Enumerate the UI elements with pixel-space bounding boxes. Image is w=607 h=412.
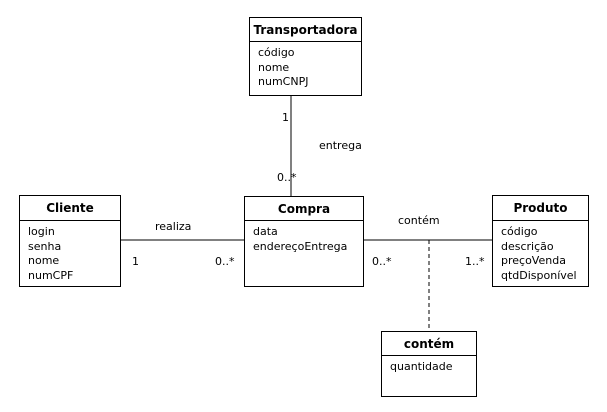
class-cliente[interactable]: Cliente login senha nome numCPF — [19, 195, 121, 287]
contem-label: contém — [398, 214, 440, 227]
attribute: código — [501, 225, 538, 238]
realiza-mult-compra: 0..* — [215, 255, 235, 268]
entrega-mult-compra: 0..* — [277, 171, 297, 184]
class-compra-attributes: data endereçoEntrega — [245, 221, 363, 254]
attribute: nome — [28, 254, 60, 267]
class-cliente-name: Cliente — [20, 196, 120, 221]
class-transportadora[interactable]: Transportadora código nome numCNPJ — [249, 17, 362, 96]
contem-mult-compra: 0..* — [372, 255, 392, 268]
attribute: qtdDisponível — [501, 268, 577, 282]
realiza-mult-cliente: 1 — [132, 255, 139, 268]
attribute: login — [28, 225, 55, 238]
class-compra[interactable]: Compra data endereçoEntrega — [244, 196, 364, 287]
class-produto-name: Produto — [493, 196, 588, 221]
association-class-contem-name: contém — [382, 332, 476, 356]
class-transportadora-name: Transportadora — [250, 18, 361, 42]
attribute: data — [253, 225, 278, 238]
entrega-label: entrega — [319, 139, 362, 152]
class-produto[interactable]: Produto código descrição preçoVenda qtdD… — [492, 195, 589, 287]
attribute: numCPF — [28, 268, 74, 282]
contem-mult-produto: 1..* — [465, 255, 485, 268]
attribute: nome — [258, 60, 290, 74]
entrega-mult-transportadora: 1 — [282, 111, 289, 124]
association-class-contem[interactable]: contém quantidade — [381, 331, 477, 397]
class-cliente-attributes: login senha nome numCPF — [20, 221, 120, 283]
attribute: numCNPJ — [258, 75, 309, 88]
attribute: descrição — [501, 239, 554, 253]
attribute: código — [258, 46, 295, 59]
attribute: preçoVenda — [501, 254, 566, 267]
attribute: quantidade — [390, 360, 453, 373]
class-compra-name: Compra — [245, 197, 363, 221]
class-transportadora-attributes: código nome numCNPJ — [250, 42, 361, 90]
association-class-contem-attributes: quantidade — [382, 356, 476, 375]
attribute: endereçoEntrega — [253, 239, 348, 253]
attribute: senha — [28, 239, 62, 253]
realiza-label: realiza — [155, 220, 192, 233]
class-produto-attributes: código descrição preçoVenda qtdDisponíve… — [493, 221, 588, 283]
